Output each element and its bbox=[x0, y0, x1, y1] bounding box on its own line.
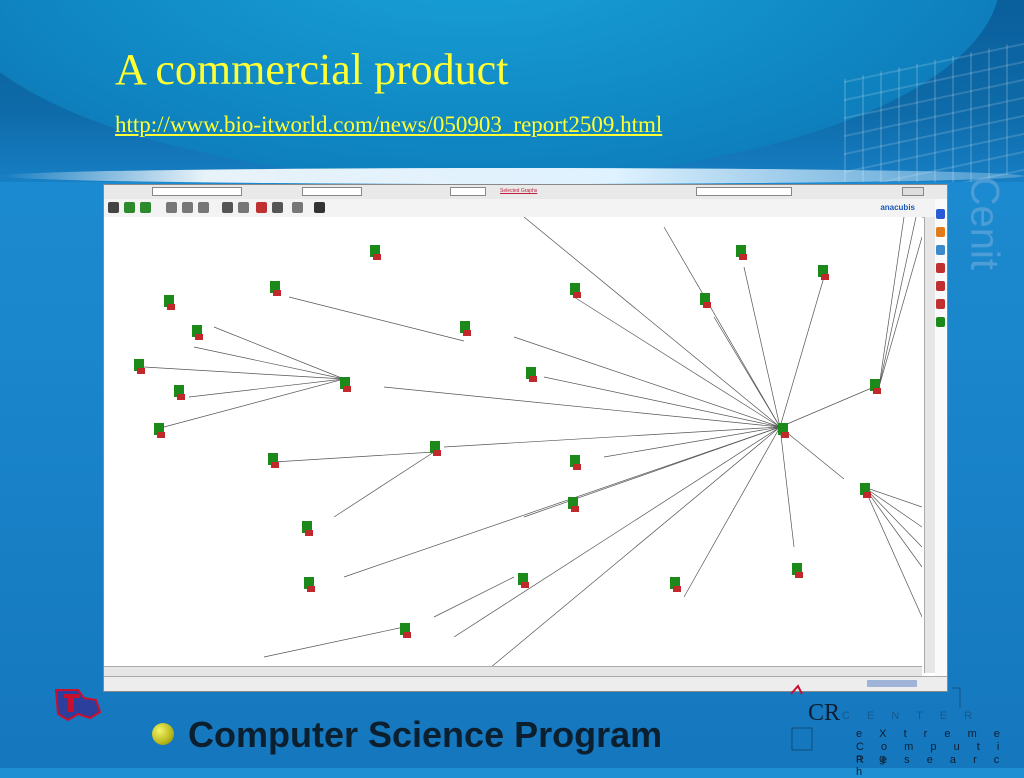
graph-canvas[interactable] bbox=[104, 216, 923, 674]
settings-icon[interactable] bbox=[272, 202, 283, 213]
move-icon[interactable] bbox=[292, 202, 303, 213]
latech-logo bbox=[50, 684, 106, 726]
horizontal-scrollbar[interactable] bbox=[104, 666, 922, 677]
network-graph bbox=[134, 216, 923, 674]
side-watermark: Cenit bbox=[962, 176, 1006, 270]
zoom-fit-icon[interactable] bbox=[198, 202, 209, 213]
cxc-word-research: R e s e a r c h bbox=[856, 754, 1007, 778]
footer-title: Computer Science Program bbox=[188, 714, 663, 755]
tool-icon[interactable] bbox=[936, 227, 945, 237]
brand-logo: anacubis bbox=[880, 203, 915, 212]
layout-icon[interactable] bbox=[238, 202, 249, 213]
tool-icon[interactable] bbox=[936, 209, 945, 219]
slide-title: A commercial product bbox=[115, 45, 509, 94]
cxc-faint-text: C E N T E R bbox=[842, 710, 980, 722]
select-icon[interactable] bbox=[256, 202, 267, 213]
home-icon[interactable] bbox=[108, 202, 119, 213]
product-screenshot: Selected Graphs anacubis bbox=[103, 184, 948, 692]
toolbar: anacubis bbox=[104, 199, 947, 218]
right-tool-panel bbox=[935, 199, 947, 679]
cxc-initials: CR bbox=[808, 700, 841, 726]
search-field-bar: Selected Graphs bbox=[104, 185, 947, 200]
source-link[interactable]: http://www.bio-itworld.com/news/050903_r… bbox=[115, 112, 663, 137]
person-icon[interactable] bbox=[124, 202, 135, 213]
tool-icon[interactable] bbox=[936, 299, 945, 309]
status-bar bbox=[104, 676, 947, 691]
zoom-out-icon[interactable] bbox=[182, 202, 193, 213]
bullet-icon bbox=[152, 723, 174, 745]
cxc-word-extreme: e X t r e m e bbox=[856, 728, 1007, 740]
tool-icon[interactable] bbox=[936, 245, 945, 255]
tool-icon[interactable] bbox=[936, 263, 945, 273]
cxc-word-computing: C o m p u t i n g bbox=[856, 741, 1007, 765]
cxc-logo bbox=[788, 684, 1008, 768]
zoom-in-icon[interactable] bbox=[166, 202, 177, 213]
search-link[interactable]: Selected Graphs bbox=[500, 188, 538, 194]
tool-icon[interactable] bbox=[936, 281, 945, 291]
header-band bbox=[0, 0, 1024, 182]
help-icon[interactable] bbox=[314, 202, 325, 213]
vertical-scrollbar[interactable] bbox=[924, 217, 935, 673]
tool-icon[interactable] bbox=[936, 317, 945, 327]
expand-icon[interactable] bbox=[222, 202, 233, 213]
person-icon[interactable] bbox=[140, 202, 151, 213]
header-swoosh bbox=[0, 168, 1024, 184]
graph-nodes bbox=[134, 245, 881, 638]
